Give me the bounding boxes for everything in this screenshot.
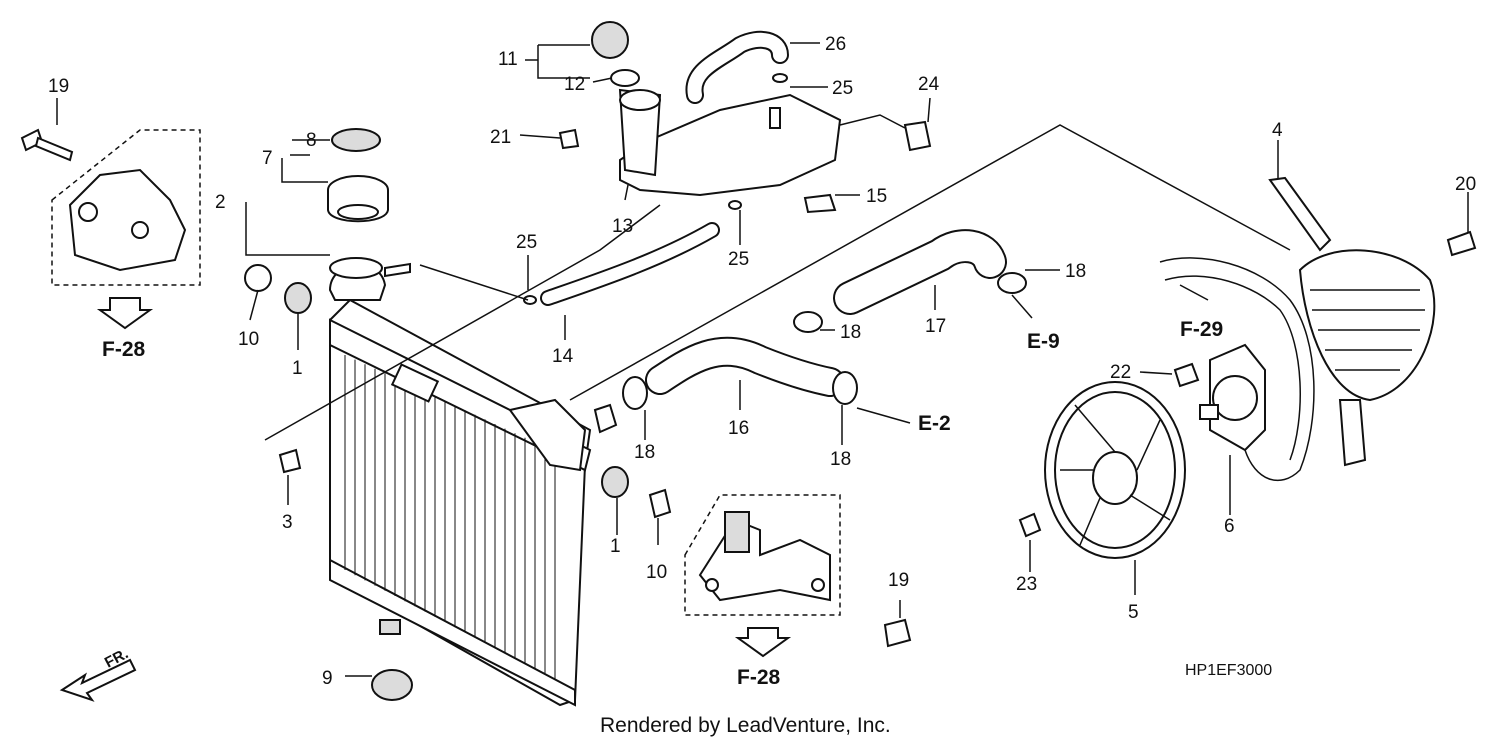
callout-9: 9: [322, 668, 333, 689]
callout-16: 16: [728, 418, 749, 439]
callout-10: 10: [238, 329, 259, 350]
fan-shroud: [1268, 176, 1436, 467]
callout-17: 17: [925, 316, 946, 337]
cooling-fan: [1044, 381, 1186, 559]
callout-20: 20: [1455, 174, 1476, 195]
bracket-bottom: [684, 494, 841, 616]
fan-wiring: [1159, 257, 1315, 481]
callout-18: 18: [634, 442, 655, 463]
hose-26: [685, 30, 789, 104]
callout-24: 24: [918, 74, 940, 95]
reservoir-tank: [558, 21, 932, 214]
hose-clamps: [622, 272, 1027, 410]
callout-21: 21: [490, 127, 511, 148]
reference-labels: F-28 F-28 F-29 E-9 E-2: [102, 318, 1223, 689]
callout-2: 2: [215, 192, 226, 213]
callout-25: 25: [728, 249, 749, 270]
callout-19: 19: [48, 76, 69, 97]
ref-f29: F-29: [1180, 318, 1223, 341]
bracket-left: [20, 128, 201, 286]
hose-17: [833, 229, 1007, 315]
callout-8: 8: [306, 130, 317, 151]
callout-1: 1: [610, 536, 621, 557]
callout-26: 26: [825, 34, 846, 55]
callout-numbers: 19 2 7 8 10 1 3 9 11 12 21 13 25 14 25 2…: [48, 34, 1476, 689]
callout-6: 6: [1224, 516, 1235, 537]
callout-22: 22: [1110, 362, 1131, 383]
callout-11: 11: [498, 49, 518, 70]
hose-14: [540, 222, 720, 306]
rubber-mounts: [244, 73, 1477, 701]
callout-3: 3: [282, 512, 293, 533]
callout-14: 14: [552, 346, 574, 367]
radiator: [328, 257, 618, 707]
cap-seal: [331, 128, 381, 152]
callout-18: 18: [840, 322, 861, 343]
ref-f28-bottom: F-28: [737, 666, 781, 689]
callout-18: 18: [830, 449, 851, 470]
ref-f28-left: F-28: [102, 338, 146, 361]
callout-13: 13: [612, 216, 633, 237]
callout-25: 25: [832, 78, 853, 99]
radiator-cap: [327, 175, 389, 223]
ref-e2: E-2: [918, 412, 951, 435]
callout-19: 19: [888, 570, 909, 591]
ref-e9: E-9: [1027, 330, 1060, 353]
fan-motor: [1199, 343, 1266, 452]
hose-16: [645, 336, 845, 397]
callout-4: 4: [1272, 120, 1283, 141]
leader-lines: [56, 42, 1469, 677]
reference-arrows: [59, 297, 792, 702]
callout-12: 12: [564, 74, 585, 95]
callout-18: 18: [1065, 261, 1086, 282]
callout-23: 23: [1016, 574, 1037, 595]
callout-1: 1: [292, 358, 303, 379]
callout-15: 15: [866, 186, 887, 207]
callout-25: 25: [516, 232, 537, 253]
diagram-code: HP1EF3000: [1185, 662, 1272, 679]
callout-7: 7: [262, 148, 273, 169]
callout-5: 5: [1128, 602, 1139, 623]
callout-10: 10: [646, 562, 667, 583]
credit-text: Rendered by LeadVenture, Inc.: [600, 714, 891, 737]
